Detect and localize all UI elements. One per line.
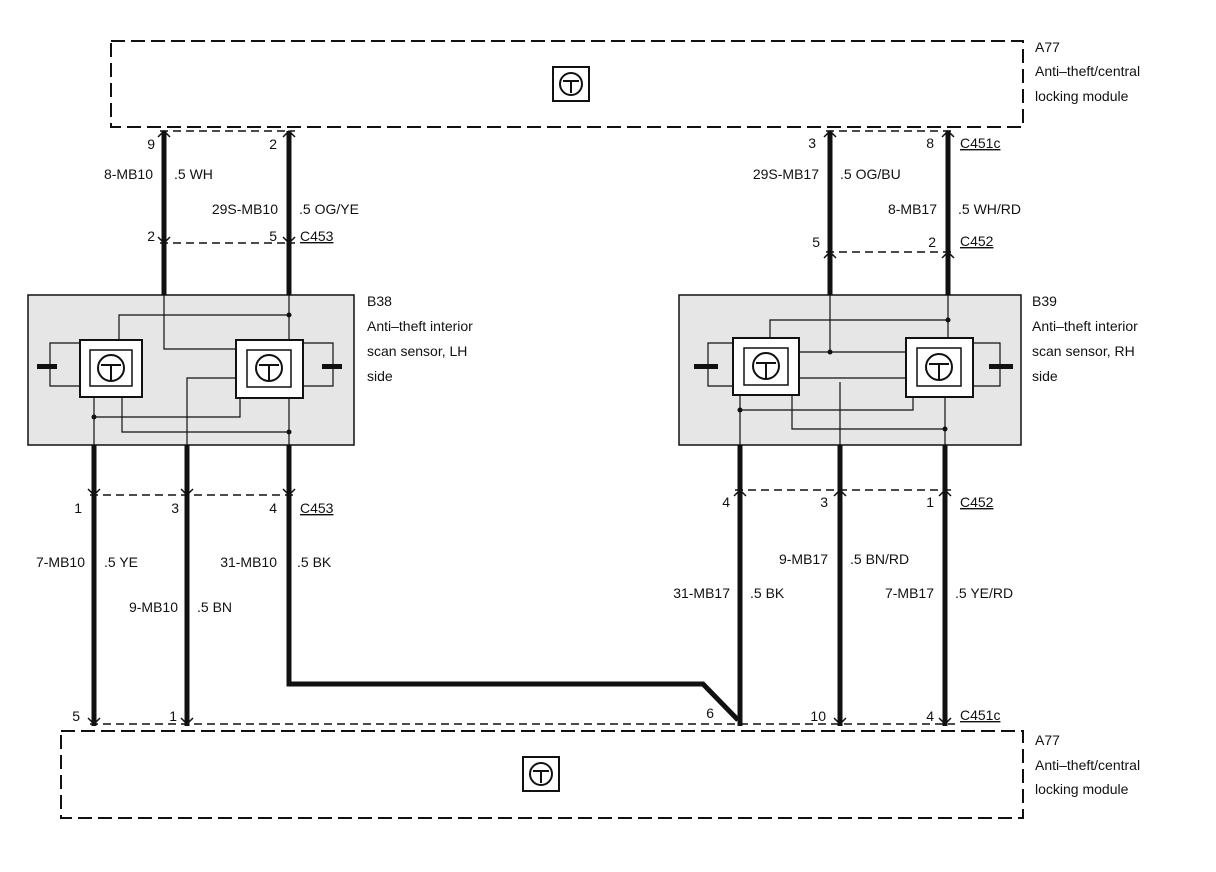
pin-label: 6 (706, 705, 714, 721)
pin-label: 1 (74, 500, 82, 516)
wire-color: .5 WH/RD (958, 201, 1021, 217)
module-bottom-icon (522, 756, 560, 792)
pin-label: 5 (72, 708, 80, 724)
module-top-line2: locking module (1035, 88, 1129, 104)
wire-color: .5 OG/BU (840, 166, 901, 182)
module-bottom-line2: locking module (1035, 781, 1129, 797)
pin-label: 2 (269, 136, 277, 152)
module-top: A77 Anti–theft/central locking module (110, 39, 1140, 128)
sensor-rh-icon-right (905, 337, 974, 398)
wire-label: 7-MB17 (885, 585, 934, 601)
wire-label: 31-MB10 (220, 554, 277, 570)
pin-label: 2 (928, 234, 936, 250)
sensor-lh-icon-right (235, 339, 304, 399)
wire-label: 29S-MB10 (212, 201, 278, 217)
pin-label: 4 (269, 500, 277, 516)
pin-label: 2 (147, 228, 155, 244)
connector-c452-upper: C452 (960, 233, 994, 249)
module-top-icon (552, 66, 590, 102)
wire-color: .5 BN/RD (850, 551, 909, 567)
sensor-rh-line2: scan sensor, RH (1032, 343, 1135, 359)
sensor-lh-line3: side (367, 368, 393, 384)
wire-color: .5 OG/YE (299, 201, 359, 217)
pin-label: 8 (926, 135, 934, 151)
connector-c452-lower: C452 (960, 494, 994, 510)
wire-color: .5 YE/RD (955, 585, 1013, 601)
pin-label: 4 (926, 708, 934, 724)
wire-labels: 8-MB10 .5 WH 29S-MB10 .5 OG/YE 29S-MB17 … (36, 166, 1021, 615)
wire-label: 9-MB17 (779, 551, 828, 567)
sensor-lh: B38 Anti–theft interior scan sensor, LH … (27, 293, 473, 446)
sensor-lh-id: B38 (367, 293, 392, 309)
connector-lines (90, 130, 955, 725)
pin-label: 5 (269, 228, 277, 244)
pin-label: 9 (147, 136, 155, 152)
pin-label: 10 (810, 708, 826, 724)
wire-label: 9-MB10 (129, 599, 178, 615)
wire-label: 29S-MB17 (753, 166, 819, 182)
pin-label: 5 (812, 234, 820, 250)
wire-color: .5 BN (197, 599, 232, 615)
module-top-line1: Anti–theft/central (1035, 63, 1140, 79)
connector-c451c-bottom: C451c (960, 707, 1000, 723)
wire-color: .5 BK (750, 585, 785, 601)
pin-label: 1 (169, 708, 177, 724)
sensor-rh-line1: Anti–theft interior (1032, 318, 1138, 334)
pin-label: 4 (722, 494, 730, 510)
chevrons (87, 129, 955, 726)
sensor-lh-icon-left (79, 339, 143, 398)
module-bottom-line1: Anti–theft/central (1035, 757, 1140, 773)
pin-label: 1 (926, 494, 934, 510)
connector-c451c-top: C451c (960, 135, 1000, 151)
pin-numbers: 9 2 3 8 2 5 5 2 1 3 4 4 3 1 5 1 6 10 4 (72, 135, 936, 724)
wire-31-mb10 (286, 445, 740, 722)
sensor-rh-line3: side (1032, 368, 1058, 384)
wire-color: .5 BK (297, 554, 332, 570)
sensor-lh-line2: scan sensor, LH (367, 343, 467, 359)
connector-c453-lower: C453 (300, 500, 334, 516)
wire-color: .5 YE (104, 554, 138, 570)
wire-label: 8-MB10 (104, 166, 153, 182)
pin-label: 3 (808, 135, 816, 151)
sensor-rh-icon-left (732, 337, 800, 396)
wire-label: 7-MB10 (36, 554, 85, 570)
wire-color: .5 WH (174, 166, 213, 182)
sensor-rh-id: B39 (1032, 293, 1057, 309)
sensor-rh: B39 Anti–theft interior scan sensor, RH … (678, 293, 1138, 446)
wire-label: 31-MB17 (673, 585, 730, 601)
module-top-id: A77 (1035, 39, 1060, 55)
module-bottom-id: A77 (1035, 732, 1060, 748)
connector-labels: C451c C453 C452 C453 C452 C451c (300, 135, 1000, 723)
thick-wires (91, 131, 951, 726)
pin-label: 3 (171, 500, 179, 516)
wire-label: 8-MB17 (888, 201, 937, 217)
sensor-lh-line1: Anti–theft interior (367, 318, 473, 334)
connector-c453-upper: C453 (300, 228, 334, 244)
pin-label: 3 (820, 494, 828, 510)
module-bottom: A77 Anti–theft/central locking module (60, 730, 1140, 819)
